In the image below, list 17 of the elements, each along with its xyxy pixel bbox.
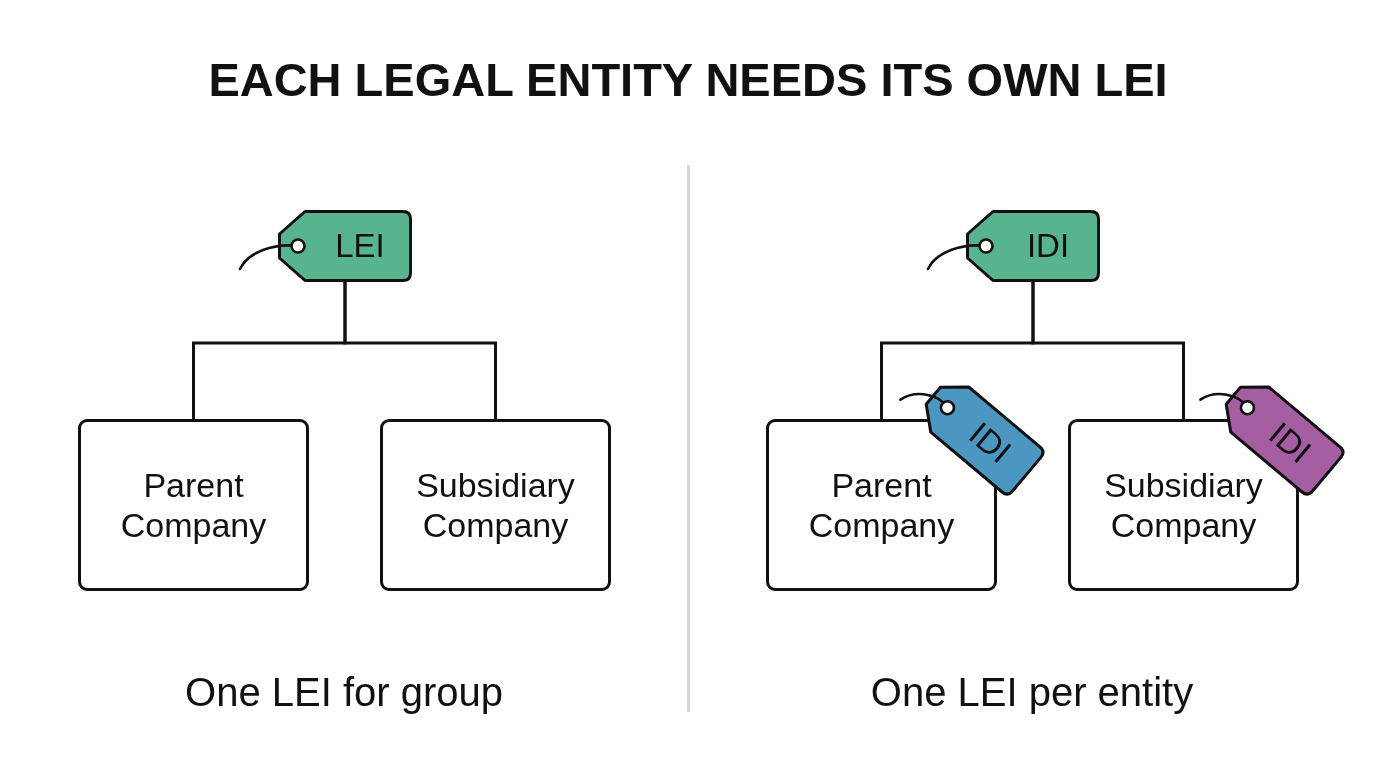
entity-name: Subsidiary Company: [415, 465, 576, 545]
diagram-title: EACH LEGAL ENTITY NEEDS ITS OWN LEI: [208, 52, 1168, 108]
entity-box: [380, 419, 611, 591]
id-tag: [236, 210, 412, 282]
entity-name: Parent Company: [119, 465, 268, 545]
id-tag: [924, 210, 1100, 282]
panel-caption: One LEI for group: [185, 669, 503, 716]
tag-text: IDI: [1026, 228, 1070, 264]
connector-line: [1031, 282, 1185, 419]
tag-text: LEI: [335, 228, 385, 264]
connector-line: [343, 282, 497, 419]
entity-name: Subsidiary Company: [1103, 465, 1264, 545]
tag-text: IDI: [962, 416, 1018, 471]
entity-box: [78, 419, 309, 591]
panel-caption: One LEI per entity: [870, 669, 1194, 716]
tag-text: IDI: [1262, 416, 1318, 471]
entity-name: Parent Company: [807, 465, 956, 545]
